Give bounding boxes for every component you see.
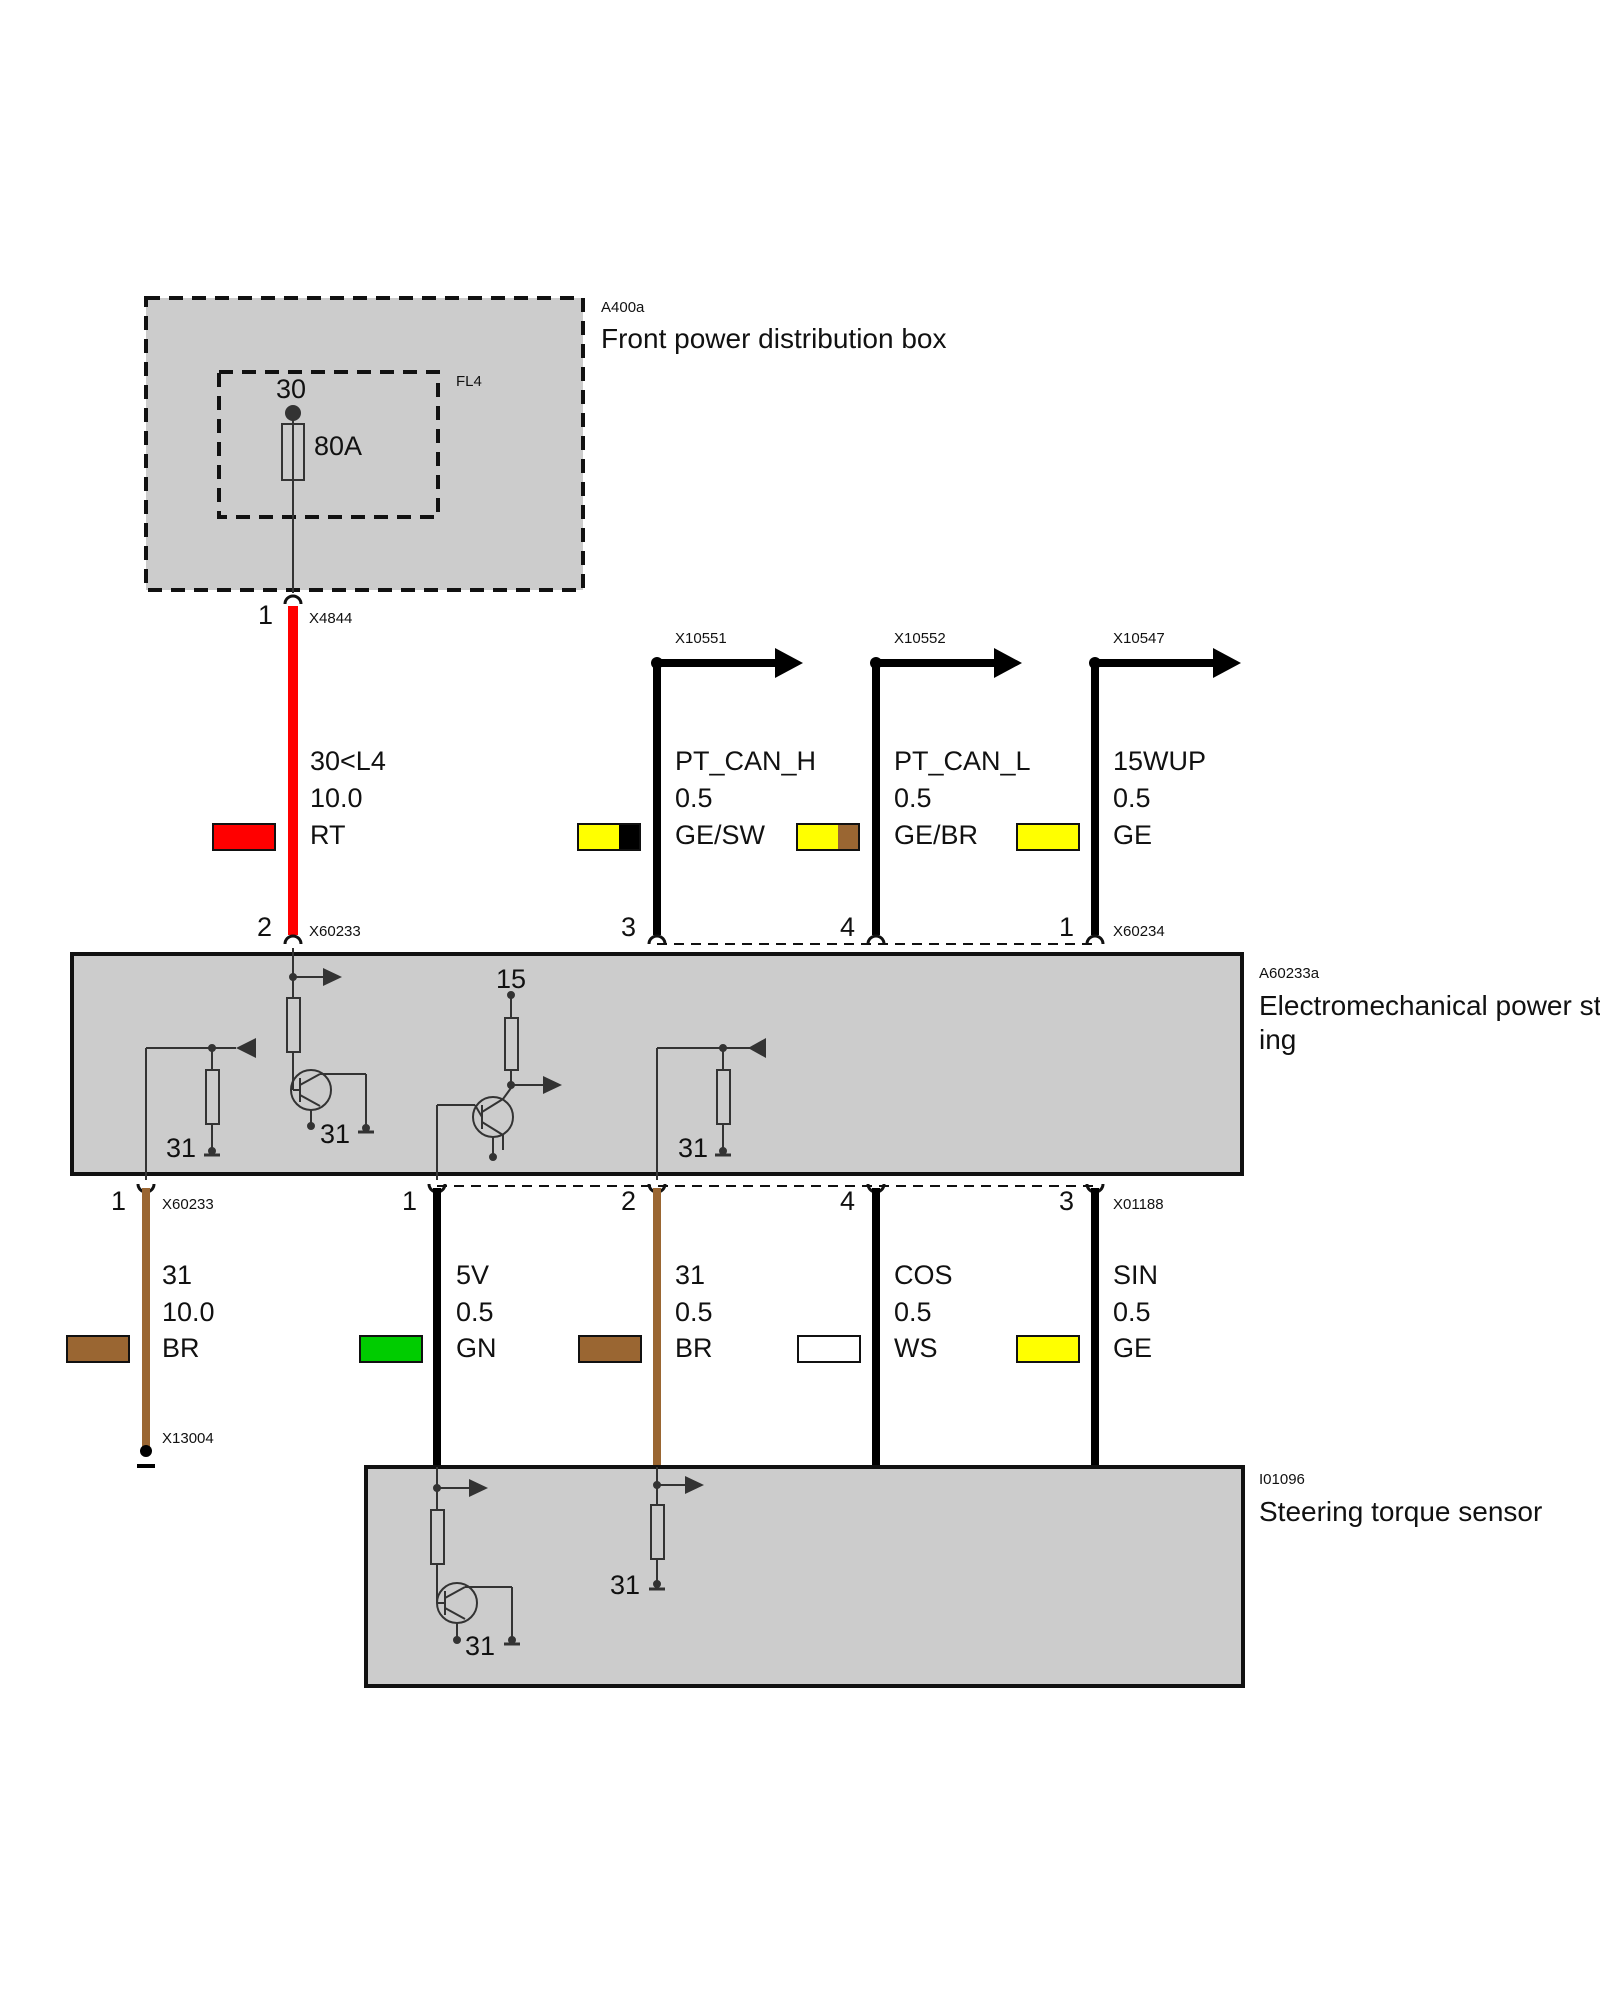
eps-module-code: A60233a — [1259, 965, 1320, 982]
wire-label-gauge: 10.0 — [310, 783, 363, 813]
wire-label-signal: 31 — [675, 1260, 705, 1290]
wire-label-signal: 5V — [456, 1260, 489, 1290]
x4844-pin: 1 — [258, 600, 273, 630]
eps-top-connectors: 2 3 4 1 X60233 X60234 — [257, 912, 1165, 945]
ground-label: 31 — [320, 1119, 350, 1149]
wire-label-color: GE — [1113, 1333, 1152, 1363]
wire-label-signal: SIN — [1113, 1260, 1158, 1290]
fuse-terminal-label: 30 — [276, 374, 306, 404]
connector-x4844-label: X4844 — [309, 610, 352, 627]
sensor-circuit-supply — [430, 1467, 520, 1646]
connector-x60233-bottom-label: X60233 — [162, 1196, 214, 1213]
fuse-holder — [217, 370, 440, 519]
distribution-box: 30 80A FL4 A400a Front power distributio… — [144, 296, 947, 593]
arrow-x10552-icon — [994, 648, 1022, 678]
wire-label-gauge: 0.5 — [675, 783, 713, 813]
arrow-x10547-icon — [1213, 648, 1241, 678]
wire-label-gauge: 0.5 — [894, 1297, 932, 1327]
eps-bottom-pin: 4 — [840, 1186, 855, 1216]
wire-color-swatch-ge — [1016, 823, 1080, 851]
wire-label-color: GE/SW — [675, 820, 766, 850]
supply-label: 15 — [496, 964, 526, 994]
distribution-box-name: Front power distribution box — [601, 323, 947, 354]
connector-x4844-symbol — [283, 594, 303, 605]
lower-wire-labels: 31 10.0 BR 5V 0.5 GN 31 0.5 BR COS 0.5 W… — [66, 1260, 1158, 1363]
eps-circuit-input-2 — [656, 1038, 766, 1180]
connector-x60233-label: X60233 — [309, 923, 361, 940]
wire-color-swatch-rt — [212, 823, 276, 851]
eps-top-pin: 4 — [840, 912, 855, 942]
eps-bottom-connectors: 1 1 2 4 3 X60233 X01188 — [111, 1183, 1164, 1216]
eps-circuit-input-1 — [145, 1038, 256, 1180]
wire-label-gauge: 0.5 — [1113, 783, 1151, 813]
connector-x01188-label: X01188 — [1113, 1196, 1164, 1213]
connector-x10547-label: X10547 — [1113, 630, 1165, 647]
wire-label-gauge: 0.5 — [894, 783, 932, 813]
eps-module-name: Electromechanical power st — [1259, 990, 1600, 1021]
wire-label-signal: COS — [894, 1260, 953, 1290]
wire-label-gauge: 0.5 — [1113, 1297, 1151, 1327]
eps-top-pin: 3 — [621, 912, 636, 942]
wire-label-color: BR — [675, 1333, 713, 1363]
connector-x60234-label: X60234 — [1113, 923, 1165, 940]
eps-module: 31 31 — [70, 948, 1600, 1180]
torque-sensor-name: Steering torque sensor — [1259, 1496, 1542, 1527]
wire-color-swatch-ge-sw — [577, 823, 641, 851]
ground-label: 31 — [678, 1133, 708, 1163]
connector-x10551-label: X10551 — [675, 630, 727, 647]
eps-bottom-pin: 3 — [1059, 1186, 1074, 1216]
wire-color-swatch-gn — [359, 1335, 423, 1363]
eps-circuit-5v — [436, 991, 562, 1180]
connector-x10552-label: X10552 — [894, 630, 946, 647]
wire-label-color: BR — [162, 1333, 200, 1363]
wire-color-swatch-ge — [1016, 1335, 1080, 1363]
connector-x13004-label: X13004 — [162, 1430, 214, 1447]
eps-module-name-cont: ing — [1259, 1024, 1296, 1055]
torque-sensor-module: 31 31 I01096 Steering torque sensor — [364, 1465, 1542, 1688]
upper-wires: X10551 X10552 X10547 — [288, 606, 1241, 935]
ground-label: 31 — [465, 1631, 495, 1661]
distribution-box-code: A400a — [601, 299, 645, 316]
wire-label-color: GN — [456, 1333, 497, 1363]
wire-label-gauge: 0.5 — [456, 1297, 494, 1327]
sensor-circuit-ground — [649, 1467, 704, 1591]
wire-label-signal: 15WUP — [1113, 746, 1206, 776]
wire-label-color: RT — [310, 820, 346, 850]
wire-label-signal: PT_CAN_L — [894, 746, 1031, 776]
wire-label-color: GE/BR — [894, 820, 978, 850]
torque-sensor-code: I01096 — [1259, 1471, 1305, 1488]
eps-top-pin: 2 — [257, 912, 272, 942]
wire-color-swatch-br — [578, 1335, 642, 1363]
wire-label-color: GE — [1113, 820, 1152, 850]
fuse-rating: 80A — [314, 431, 362, 461]
fuse-code: FL4 — [456, 373, 482, 390]
eps-bottom-pin: 1 — [111, 1186, 126, 1216]
wire-color-swatch-ge-br — [796, 823, 860, 851]
wire-label-signal: 30<L4 — [310, 746, 386, 776]
eps-top-pin: 1 — [1059, 912, 1074, 942]
wire-color-swatch-ws — [797, 1335, 861, 1363]
ground-label: 31 — [610, 1570, 640, 1600]
wire-label-signal: 31 — [162, 1260, 192, 1290]
wire-label-color: WS — [894, 1333, 938, 1363]
arrow-x10551-icon — [775, 648, 803, 678]
wire-label-signal: PT_CAN_H — [675, 746, 816, 776]
ground-label: 31 — [166, 1133, 196, 1163]
lower-wires: X13004 — [137, 1188, 1099, 1468]
eps-bottom-pin: 1 — [402, 1186, 417, 1216]
eps-bottom-pin: 2 — [621, 1186, 636, 1216]
wire-label-gauge: 0.5 — [675, 1297, 713, 1327]
wire-label-gauge: 10.0 — [162, 1297, 215, 1327]
upper-wire-labels: 30<L4 10.0 RT PT_CAN_H 0.5 GE/SW PT_CAN_… — [212, 746, 1206, 851]
eps-circuit-supply — [286, 948, 374, 1134]
wire-color-swatch-br — [66, 1335, 130, 1363]
